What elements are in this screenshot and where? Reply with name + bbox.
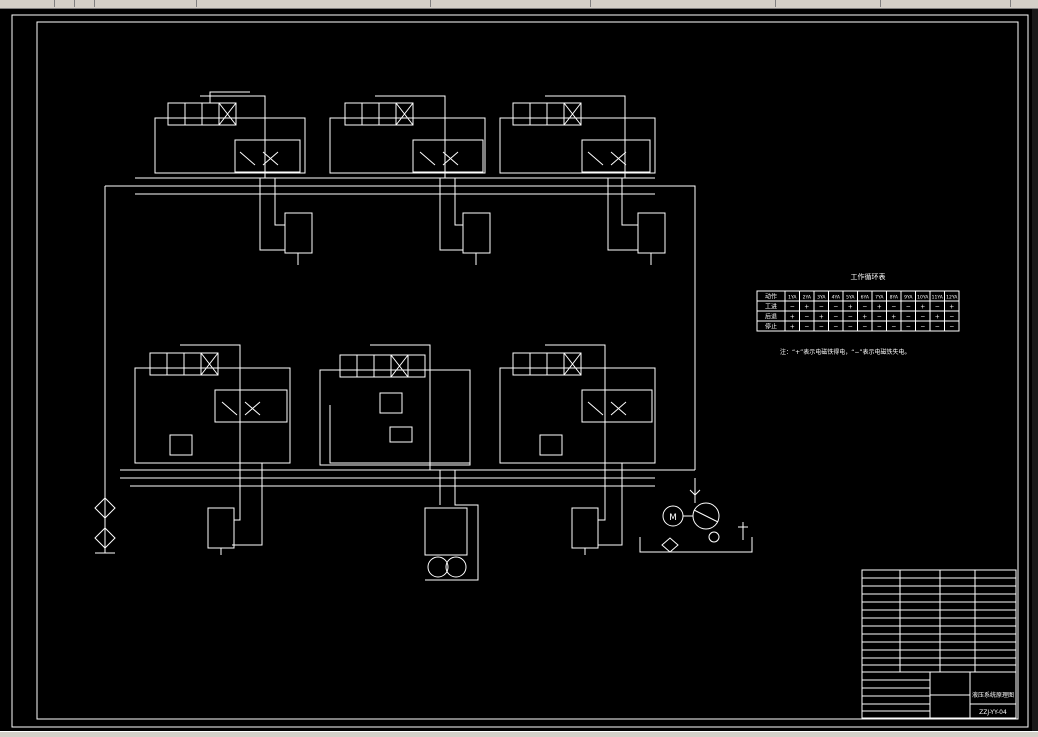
table-header-cell: 5YA — [846, 295, 855, 301]
bus-lines — [104, 177, 696, 487]
table-cell: + — [862, 314, 867, 321]
status-bar — [0, 731, 1038, 737]
table-header-cell: 6YA — [861, 295, 870, 301]
table-cell: − — [819, 324, 824, 331]
table-cell: − — [862, 324, 867, 331]
table-cell: + — [790, 324, 795, 331]
table-cell: 停止 — [765, 323, 777, 331]
table-cell: − — [862, 304, 867, 311]
toolbar-button[interactable] — [380, 0, 431, 7]
table-cell: + — [920, 304, 925, 311]
hydraulic-schematic: M 工作循环表 动作 1YA 2YA 3YA 4YA 5YA 6YA 7YA 8YA 9YA 10Y… — [11, 14, 1029, 728]
table-cell: − — [877, 314, 882, 321]
table-cell: − — [920, 324, 925, 331]
table-header-cell: 7YA — [875, 295, 884, 301]
table-cell: + — [790, 314, 795, 321]
table-cell: − — [790, 304, 795, 311]
table-cell: + — [819, 314, 824, 321]
table-cell: − — [949, 314, 954, 321]
table-cell: − — [848, 314, 853, 321]
table-header-cell: 3YA — [817, 295, 826, 301]
table-header-cell: 2YA — [803, 295, 812, 301]
table-cell: − — [833, 324, 838, 331]
table-header-cell: 11YA — [932, 295, 944, 301]
table-cell: − — [949, 324, 954, 331]
lineweight-dropdown[interactable] — [780, 0, 881, 7]
table-cell: − — [920, 314, 925, 321]
toolbar-button[interactable] — [40, 0, 55, 7]
title-block — [861, 569, 1017, 719]
table-cell: − — [819, 304, 824, 311]
table-cell: + — [891, 314, 896, 321]
layer-dropdown[interactable] — [440, 0, 591, 7]
table-cell: − — [906, 324, 911, 331]
table-cell: − — [804, 324, 809, 331]
table-cell: 工进 — [765, 303, 777, 311]
table-header-cell: 10YA — [917, 295, 929, 301]
valve-module-bottom-1 — [134, 344, 291, 555]
table-header-cell: 12YA — [946, 295, 958, 301]
table-note: 注：“+”表示电磁铁得电，“−”表示电磁铁失电。 — [780, 348, 911, 356]
valve-module-bottom-3 — [499, 344, 656, 555]
table-cell: − — [833, 304, 838, 311]
cad-toolbar — [0, 0, 1038, 9]
toolbar-menu[interactable] — [140, 0, 197, 7]
filter-symbols — [94, 495, 116, 554]
table-header-cell: 4YA — [832, 295, 841, 301]
table-cell: + — [949, 304, 954, 311]
table-cell: 后退 — [765, 313, 777, 321]
title-block-code: ZZJ-YY-04 — [979, 709, 1007, 716]
valve-module-top-2 — [329, 95, 491, 265]
table-cell: + — [877, 304, 882, 311]
title-block-name: 液压系统原理图 — [972, 691, 1014, 699]
drawing-viewport[interactable]: M 工作循环表 动作 1YA 2YA 3YA 4YA 5YA 6YA 7YA 8YA 9YA 10Y… — [0, 9, 1038, 731]
table-cell: + — [848, 304, 853, 311]
valve-module-top-3 — [499, 95, 666, 265]
table-title: 工作循环表 — [851, 272, 886, 281]
table-header-cell: 9YA — [904, 295, 913, 301]
table-header-cell: 8YA — [890, 295, 899, 301]
vertical-scrollbar[interactable] — [1032, 9, 1038, 731]
inner-frame — [36, 21, 1019, 720]
table-cell: + — [935, 314, 940, 321]
motor-label: M — [669, 513, 677, 523]
table-cell: − — [906, 314, 911, 321]
table-cell: − — [877, 324, 882, 331]
outer-frame — [11, 14, 1029, 728]
table-cell: − — [848, 324, 853, 331]
linetype-dropdown[interactable] — [595, 0, 776, 7]
table-cell: + — [804, 304, 809, 311]
table-cell: − — [804, 314, 809, 321]
toolbar-button[interactable] — [60, 0, 75, 7]
valve-module-bottom-2 — [319, 344, 479, 581]
pump-motor-group — [639, 478, 753, 553]
table-cell: − — [891, 324, 896, 331]
table-cell-border — [944, 320, 960, 332]
table-header-cell: 动作 — [765, 293, 777, 301]
table-cell: − — [906, 304, 911, 311]
valve-module-top-1 — [154, 91, 313, 265]
table-cell: − — [935, 304, 940, 311]
table-header-cell: 1YA — [788, 295, 797, 301]
table-cell: − — [935, 324, 940, 331]
toolbar-button[interactable] — [80, 0, 95, 7]
color-dropdown[interactable] — [890, 0, 1011, 7]
table-cell: − — [891, 304, 896, 311]
table-cell: − — [833, 314, 838, 321]
